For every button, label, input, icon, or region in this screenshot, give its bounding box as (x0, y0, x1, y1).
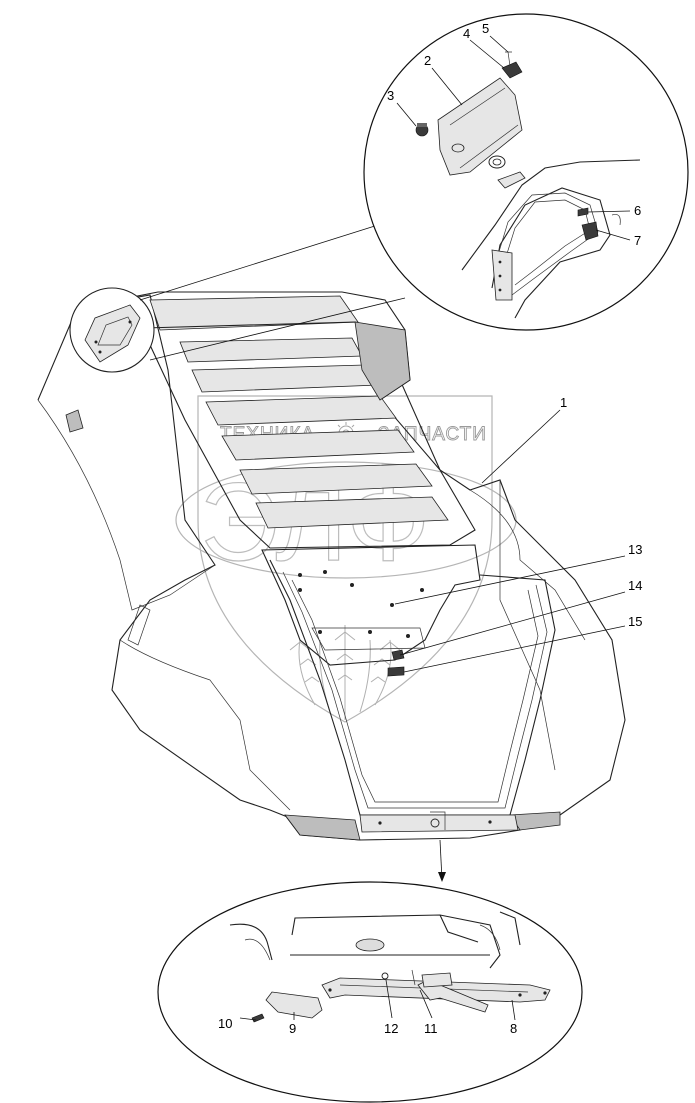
leader-10 (239, 1017, 257, 1021)
leader-15 (403, 625, 626, 673)
detail-view-top (363, 13, 689, 331)
detail-view-bottom (157, 881, 583, 1103)
leader-2 (431, 67, 463, 106)
detail-connector-bottom (149, 297, 406, 361)
callout-4: 4 (463, 26, 470, 41)
sealing-strip-part14 (391, 649, 405, 661)
bracket-part9 (265, 991, 323, 1019)
cover-plate-part2 (437, 77, 523, 176)
leader-12 (385, 979, 393, 1019)
cab-corner-view (461, 159, 641, 319)
latch-part7 (581, 221, 599, 241)
callout-1: 1 (560, 395, 567, 410)
leader-lines (239, 35, 631, 1021)
roof-hatch-slats (179, 337, 449, 529)
cab-right-shoulder (469, 480, 586, 771)
leader-6 (587, 210, 631, 213)
cab-roof-brow (149, 295, 359, 331)
rear-door-frame (269, 559, 556, 816)
leader-14 (399, 591, 626, 656)
clip-part6 (577, 207, 589, 217)
hinge-part4 (501, 61, 523, 79)
rear-door-inner (282, 571, 548, 809)
leader-13 (394, 555, 626, 605)
rear-panel (261, 544, 481, 666)
screw-part5 (505, 51, 512, 67)
cab-lower-lip (284, 814, 361, 841)
cab-left-window-strip (65, 409, 84, 433)
reinforcement-part15 (387, 666, 405, 677)
callout-7: 7 (634, 233, 641, 248)
callout-6: 6 (634, 203, 641, 218)
cab-roof-outline (91, 291, 626, 841)
leader-1 (481, 409, 561, 484)
bolt-part12 (381, 972, 389, 980)
leader-7 (595, 229, 631, 241)
cab-bottom-latch (359, 811, 519, 833)
leader-8 (511, 999, 516, 1021)
rear-door-inner-2 (291, 579, 539, 803)
callout-10: 10 (218, 1016, 232, 1031)
cab-left-side-inner (37, 399, 216, 611)
roof-hatch-side-rail (354, 321, 411, 401)
callout-13: 13 (628, 542, 642, 557)
leader-11 (419, 989, 433, 1019)
callout-labels: 1 2 3 4 5 6 7 8 9 10 11 12 13 14 15 (218, 21, 642, 1036)
callout-3: 3 (387, 88, 394, 103)
callout-14: 14 (628, 578, 642, 593)
callout-15: 15 (628, 614, 642, 629)
callout-8: 8 (510, 1021, 517, 1036)
leader-4 (469, 39, 505, 69)
callout-11: 11 (424, 1021, 438, 1036)
callout-12: 12 (384, 1021, 398, 1036)
leader-3 (396, 102, 417, 127)
cab-body (37, 291, 626, 841)
watermark-wheat-icon (289, 625, 401, 720)
cab-left-lower-strip (127, 604, 151, 646)
detail-arrow-icon (438, 872, 446, 882)
watermark-shield-outline (197, 395, 493, 723)
detail-connector-top (139, 224, 379, 301)
underside-hole (355, 938, 385, 952)
knob-part3 (415, 123, 429, 137)
callout-5: 5 (482, 21, 489, 36)
cab-left-side-flare (119, 639, 291, 811)
callout-9: 9 (289, 1021, 296, 1036)
watermark-ellipse (175, 461, 517, 579)
detail-circle-small (69, 287, 155, 373)
rear-cover-bolts (298, 570, 424, 638)
callout-2: 2 (424, 53, 431, 68)
leader-5 (489, 35, 509, 53)
